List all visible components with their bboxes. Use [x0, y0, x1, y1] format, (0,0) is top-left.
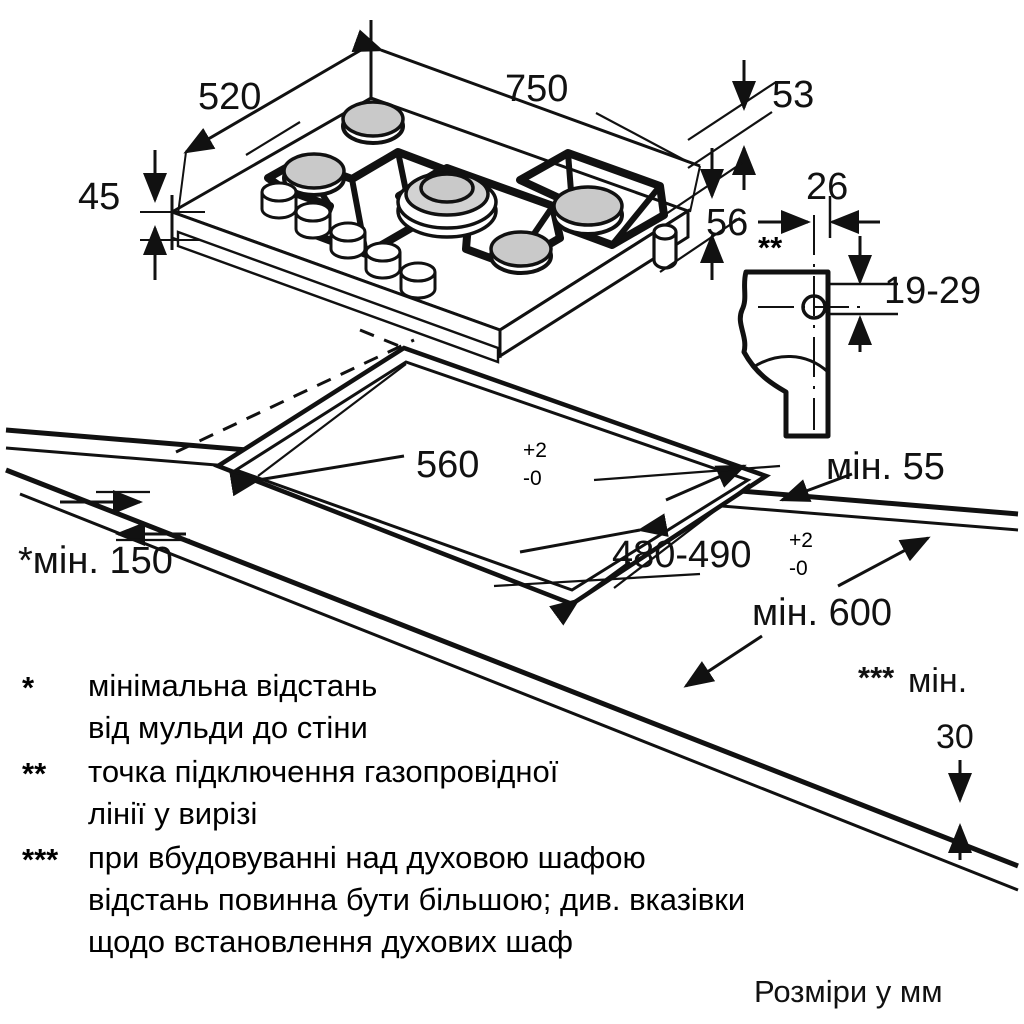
gas-point-marker: **	[758, 230, 783, 265]
dim-hob-width: 750	[505, 68, 569, 110]
control-knobs	[260, 181, 437, 300]
footnote-marker-3: ***	[22, 842, 59, 877]
gas-connection-detail	[737, 196, 898, 439]
dim-cutout-depth: 480-490	[612, 534, 752, 576]
footnote-3-line-1: при вбудовуванні над духовою шафою	[88, 840, 646, 875]
dim-min-clearance-below-label: мін.	[908, 662, 968, 700]
units-label: Розміри у мм	[754, 974, 943, 1009]
footnote-3-line-2: відстань повинна бути більшою; див. вказ…	[88, 882, 746, 917]
knob-4	[364, 241, 402, 280]
dim-cutout-depth-tol-plus: +2	[789, 529, 813, 552]
burner-right	[552, 185, 624, 236]
burner-left	[282, 152, 346, 197]
knob-1	[260, 181, 298, 220]
knob-3	[329, 221, 367, 260]
clearance-marker: ***	[858, 660, 895, 695]
gas-pipe-stub	[652, 223, 678, 270]
burner-rear-left	[341, 100, 405, 145]
footnote-1-line-2: від мульди до стіни	[88, 710, 368, 745]
hob-dimension-lines	[140, 20, 777, 280]
dim-cutout-depth-tol-minus: -0	[789, 557, 808, 580]
dim-min-clearance-below-value: 30	[936, 718, 974, 756]
hob-assembly	[168, 96, 692, 364]
dim-min-cabinet-width: мін. 600	[752, 592, 893, 634]
dim-body-height: 56	[706, 202, 749, 244]
dim-cutout-width: 560	[416, 444, 480, 486]
burner-center-wok	[396, 171, 498, 239]
dim-gas-pipe-offset: 26	[806, 166, 849, 208]
footnote-3-line-3: щодо встановлення духових шаф	[88, 924, 573, 959]
dim-front-edge-height: 45	[78, 176, 121, 218]
footnote-2-line-2: лінії у вирізі	[88, 796, 258, 831]
dim-top-rear-height: 53	[772, 74, 815, 116]
dim-cutout-width-tol-plus: +2	[523, 439, 547, 462]
knob-5	[399, 261, 437, 300]
footnote-2-line-1: точка підключення газопровідної	[88, 754, 559, 789]
footnote-marker-1: *	[22, 670, 35, 705]
knob-2	[294, 201, 332, 240]
burner-front-right	[489, 230, 553, 275]
dim-min-worktop-thickness: мін. 55	[826, 446, 945, 488]
dim-gas-pipe-height-range: 19-29	[884, 270, 982, 312]
dim-min-wall-distance: *мін. 150	[18, 540, 173, 582]
dim-cutout-width-tol-minus: -0	[523, 467, 542, 490]
dim-hob-depth: 520	[198, 76, 262, 118]
footnote-1-line-1: мінімальна відстань	[88, 668, 378, 703]
cutout-dimension-lines	[60, 363, 972, 860]
footnote-marker-2: **	[22, 756, 47, 791]
